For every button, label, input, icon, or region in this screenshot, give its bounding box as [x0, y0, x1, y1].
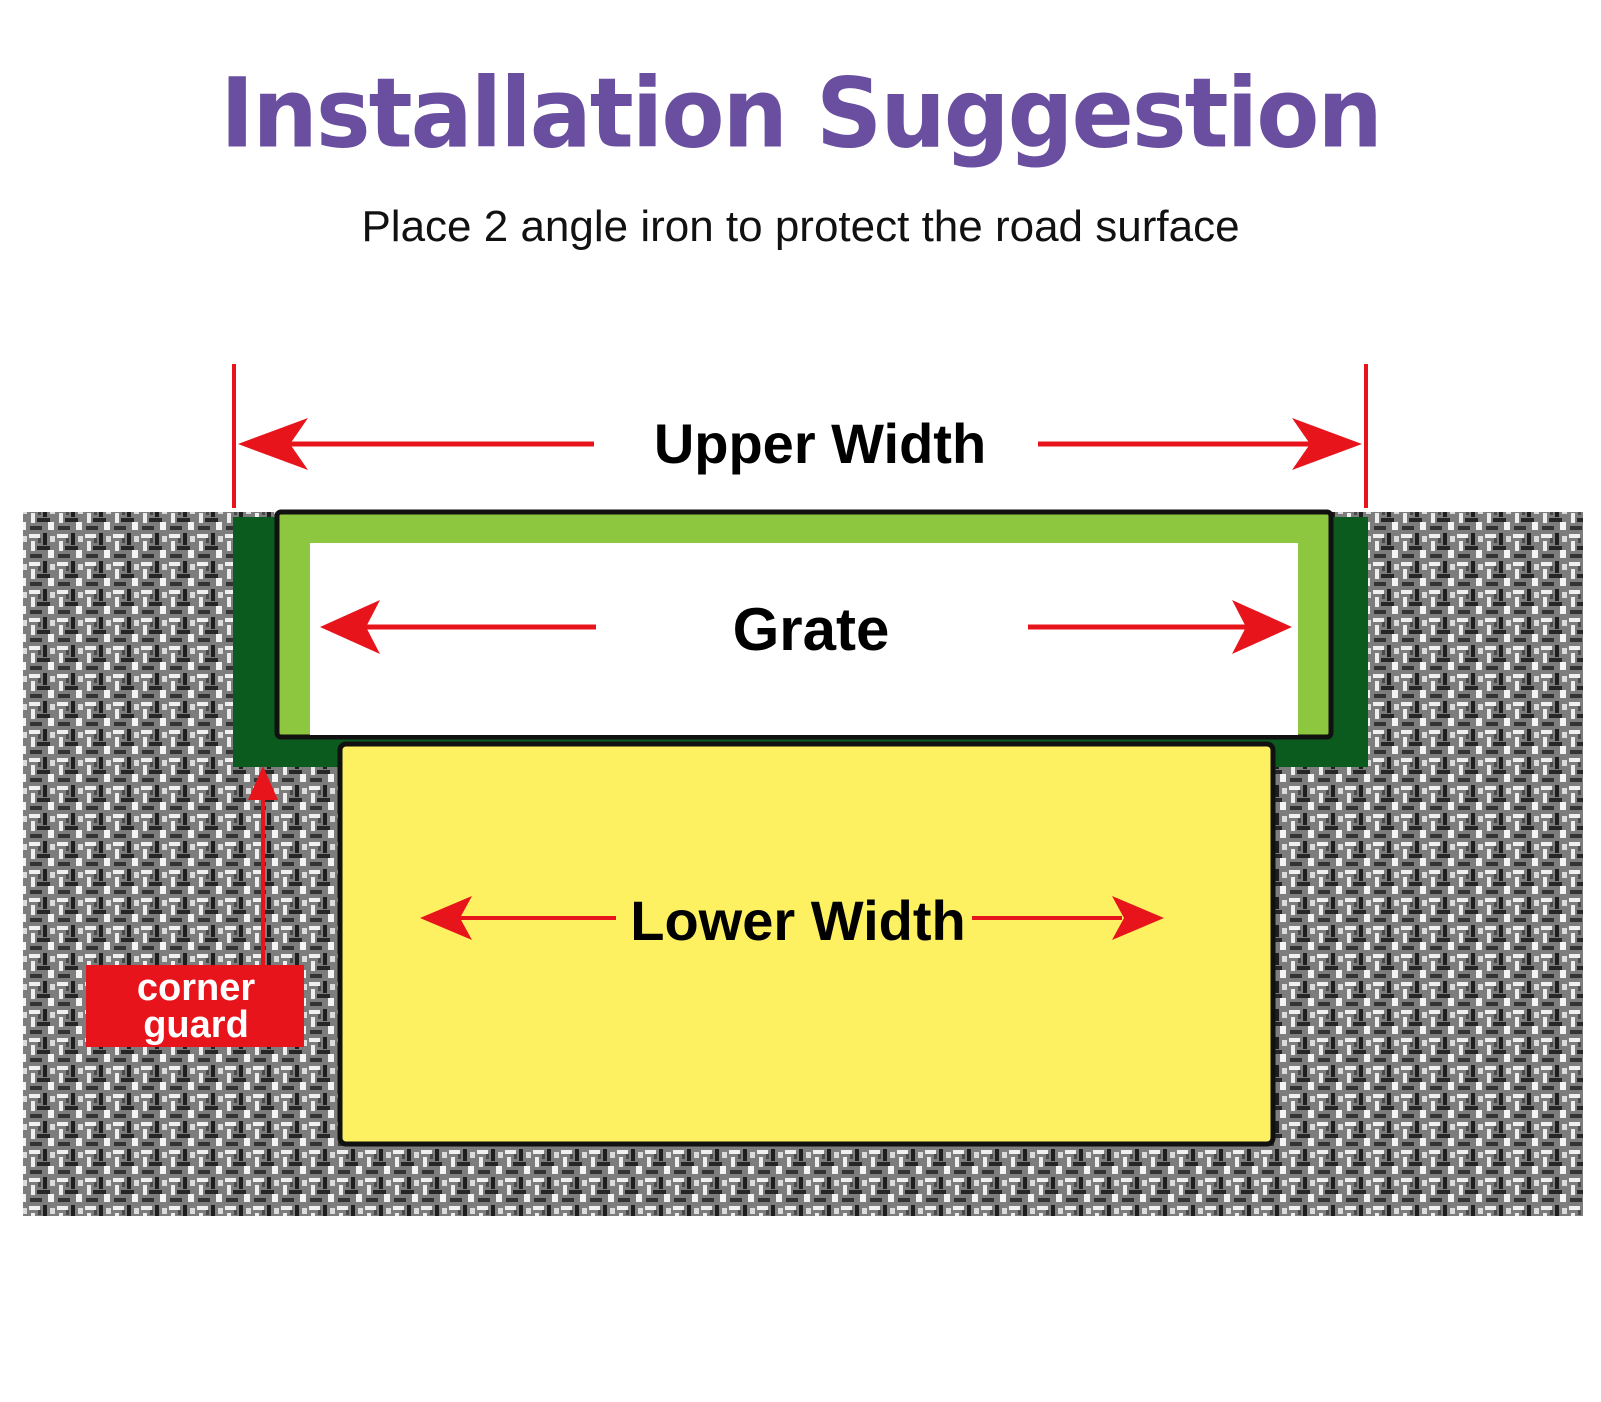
corner-guard-pointer-arrowhead [248, 766, 278, 800]
lower-width-right-arrowhead [1112, 896, 1164, 940]
lower-width-label: Lower Width [630, 889, 965, 952]
grate-left-arrowhead [320, 600, 380, 654]
trench-body [337, 741, 1276, 1147]
lower-width-left-arrowhead [420, 896, 472, 940]
grate-right-arrowhead [1232, 600, 1292, 654]
corner-guard-label-line2: guard [143, 1004, 249, 1046]
upper-width-left-arrowhead [238, 418, 308, 470]
upper-width-label: Upper Width [654, 412, 986, 475]
page-subtitle: Place 2 angle iron to protect the road s… [361, 202, 1240, 251]
upper-width-right-arrowhead [1292, 418, 1362, 470]
corner-guard-callout-box [86, 965, 304, 1047]
grate-label: Grate [733, 596, 890, 663]
page-title: Installation Suggestion [220, 57, 1383, 170]
grate-inner [310, 543, 1298, 735]
corner-guard-label-line1: corner [137, 967, 255, 1009]
